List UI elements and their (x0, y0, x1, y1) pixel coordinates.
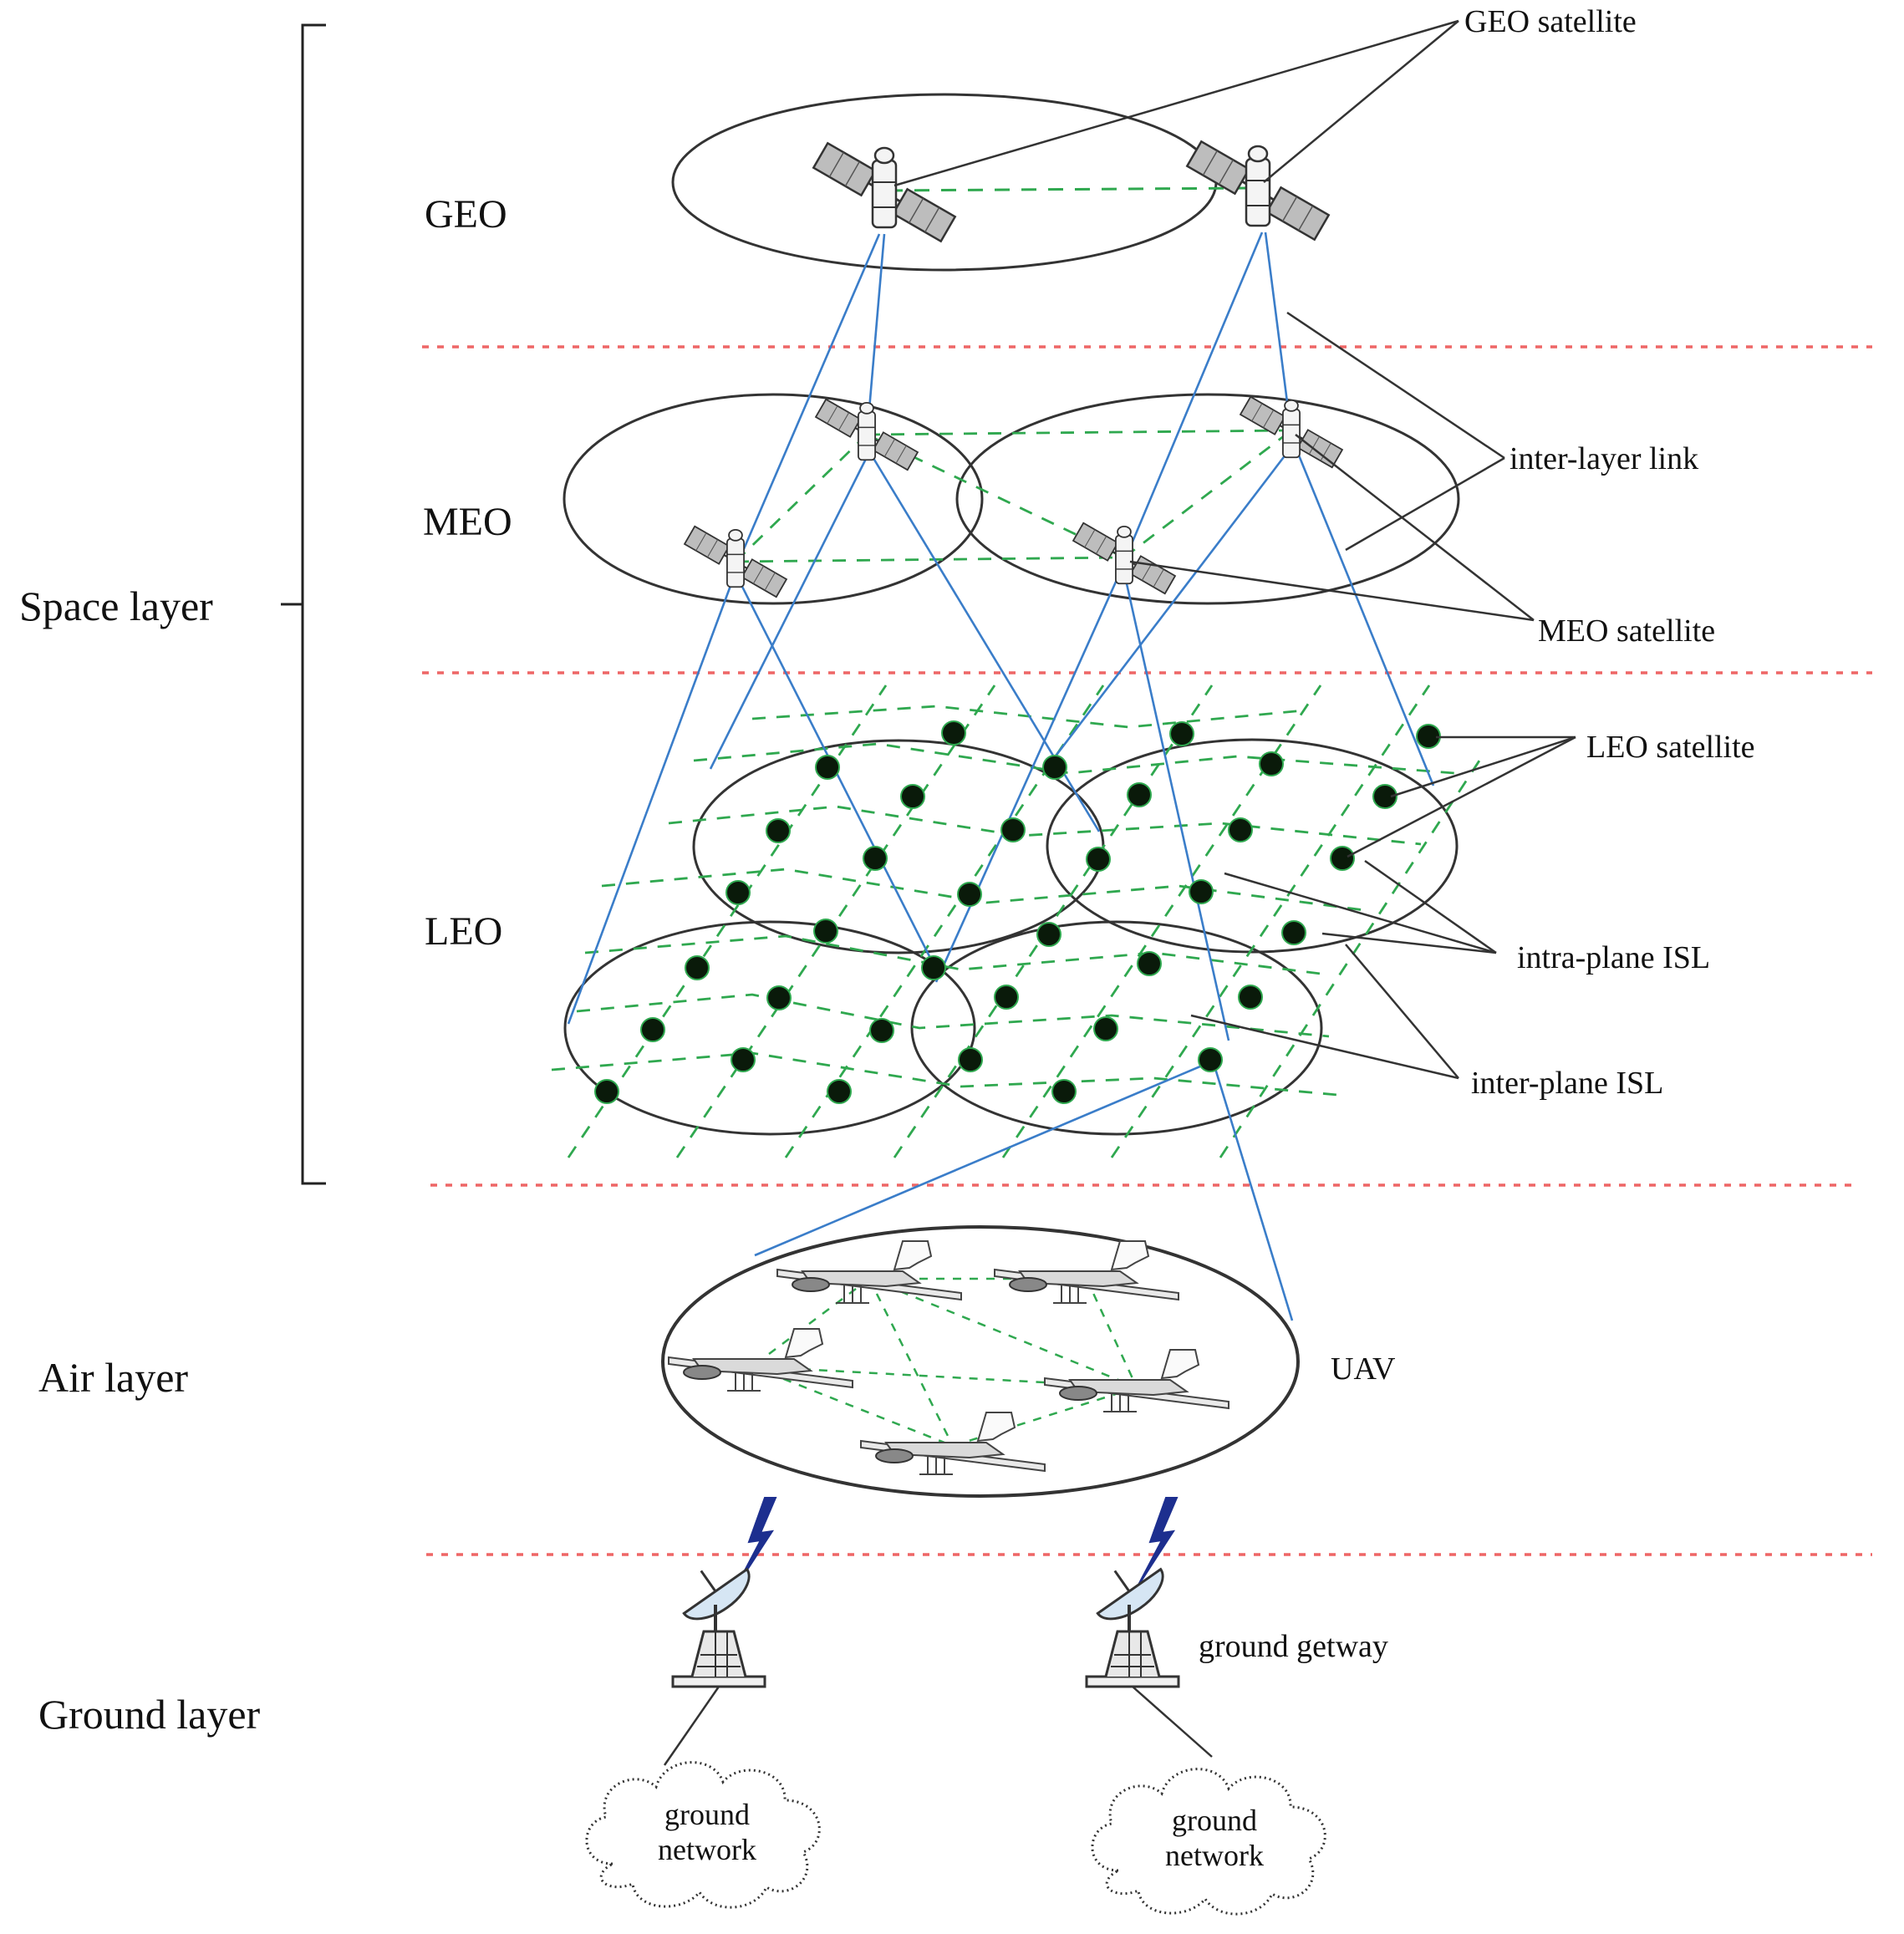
geo-isl-link (887, 186, 1252, 192)
meo-satellite-4 (1072, 522, 1177, 595)
svg-text:ground: ground (1172, 1804, 1257, 1837)
uav-4 (1044, 1349, 1229, 1412)
leo-plane-lower-right (910, 920, 1323, 1136)
orbit-ellipses (563, 93, 1460, 1498)
meo-label: MEO (423, 500, 512, 544)
geo-satellite-right (1185, 140, 1331, 242)
leo-label: LEO (425, 909, 502, 954)
ground-network-cloud-right: ground network (1091, 1768, 1326, 1916)
ground-layer-label: Ground layer (38, 1691, 261, 1738)
air-layer-label: Air layer (38, 1354, 188, 1401)
meo-isl-links (735, 429, 1292, 563)
space-layer-label: Space layer (19, 583, 213, 629)
ground-gateway-left (668, 1547, 766, 1688)
leo-isl-grid (551, 685, 1481, 1158)
svg-text:ground: ground (664, 1798, 750, 1831)
space-layer-bracket (281, 23, 326, 1185)
inter-plane-isl-callout: inter-plane ISL (1471, 1066, 1663, 1101)
leo-satellite-callout: LEO satellite (1586, 730, 1755, 765)
inter-layer-link-callout: inter-layer link (1509, 441, 1698, 476)
leo-satellite-nodes (594, 720, 1441, 1104)
ground-gateway-callout: ground getway (1199, 1629, 1388, 1664)
geo-orbit (671, 93, 1218, 272)
geo-label: GEO (425, 192, 507, 237)
intra-plane-isl-callout: intra-plane ISL (1517, 940, 1710, 975)
meo-orbit-right (955, 393, 1460, 605)
uav-region (661, 1225, 1300, 1498)
geo-satellite-left (812, 141, 957, 243)
uav-callout: UAV (1331, 1351, 1396, 1387)
geo-satellite-callout: GEO satellite (1464, 4, 1637, 39)
inter-layer-links (567, 232, 1435, 1321)
meo-orbit-left (563, 393, 984, 605)
uav-2 (994, 1240, 1179, 1304)
uav-3 (668, 1328, 853, 1392)
uav-5 (860, 1412, 1046, 1475)
ground-network-cloud-left: ground network (585, 1761, 821, 1909)
meo-satellite-callout: MEO satellite (1538, 613, 1715, 649)
gateway-network-links (663, 1686, 1213, 1766)
lightning-bolt-icons (735, 1497, 1179, 1589)
callout-leader-lines (893, 19, 1576, 1080)
svg-text:network: network (1165, 1839, 1264, 1872)
svg-text:network: network (658, 1833, 756, 1866)
ground-gateway-right (1082, 1547, 1180, 1688)
leo-plane-lower-left (563, 920, 976, 1136)
leo-plane-upper-right (1046, 738, 1459, 954)
